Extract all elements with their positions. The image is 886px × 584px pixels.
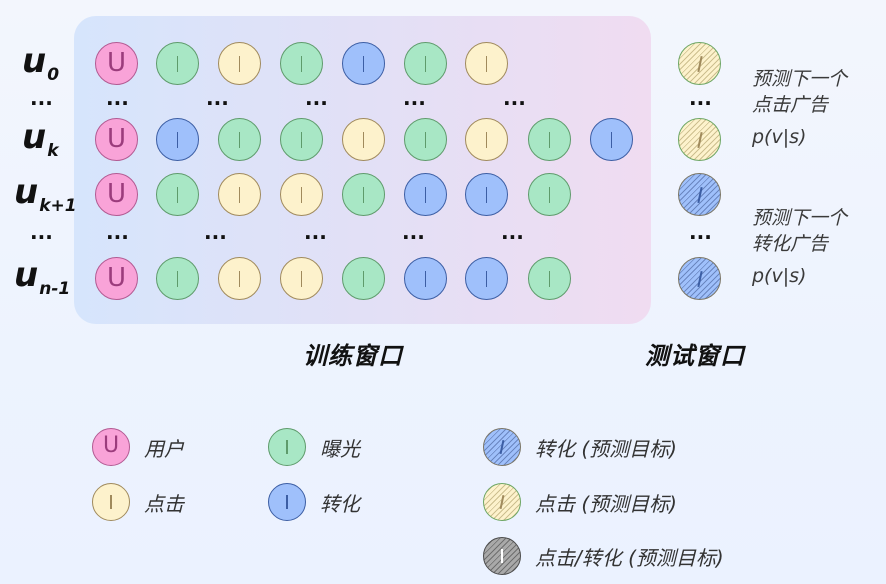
predict-click-text: 预测下一个 点击广告 p(v|s)	[752, 68, 848, 148]
click-icon	[92, 483, 130, 521]
conversion-node	[342, 42, 385, 85]
exposure-node	[156, 42, 199, 85]
exposure-node	[528, 173, 571, 216]
conversion-target-node	[678, 257, 721, 300]
legend-click: 点击	[92, 483, 184, 521]
conversion-node	[404, 173, 447, 216]
exposure-node	[280, 118, 323, 161]
ellipsis: ...	[30, 220, 53, 244]
legend-click-target: 点击 (预测目标)	[483, 483, 677, 521]
user-icon: U	[92, 428, 130, 466]
click-target-node	[678, 42, 721, 85]
exposure-node	[342, 173, 385, 216]
ellipsis: ...	[106, 220, 129, 244]
ellipsis: ...	[503, 86, 526, 110]
formula: p(v|s)	[752, 126, 807, 148]
exposure-node	[218, 118, 261, 161]
conversion-node	[590, 118, 633, 161]
formula: p(v|s)	[752, 265, 807, 287]
user-node: U	[95, 118, 138, 161]
click-conversion-target-icon	[483, 537, 521, 575]
legend-user: U 用户	[92, 428, 184, 466]
user-node: U	[95, 257, 138, 300]
click-node	[465, 118, 508, 161]
conversion-node	[156, 118, 199, 161]
ellipsis: ...	[304, 220, 327, 244]
exposure-node	[528, 257, 571, 300]
row-label-uk1: uk+1	[14, 172, 77, 216]
click-target-node	[678, 118, 721, 161]
conversion-node	[465, 257, 508, 300]
ellipsis: ...	[106, 86, 129, 110]
legend-click-conversion-target: 点击/转化 (预测目标)	[483, 537, 724, 575]
user-node: U	[95, 173, 138, 216]
exposure-node	[156, 257, 199, 300]
click-target-icon	[483, 483, 521, 521]
test-window-label: 测试窗口	[645, 342, 745, 370]
legend-conversion-target: 转化 (预测目标)	[483, 428, 677, 466]
ellipsis: ...	[204, 220, 227, 244]
click-node	[218, 42, 261, 85]
conversion-node	[404, 257, 447, 300]
ellipsis: ...	[689, 220, 712, 244]
exposure-node	[528, 118, 571, 161]
legend-exposure: 曝光	[268, 428, 360, 466]
exposure-node	[404, 42, 447, 85]
ellipsis: ...	[689, 86, 712, 110]
ellipsis: ...	[501, 220, 524, 244]
predict-conversion-text: 预测下一个 转化广告 p(v|s)	[752, 207, 848, 287]
row-label-uk: uk	[22, 117, 59, 161]
user-node: U	[95, 42, 138, 85]
conversion-target-node	[678, 173, 721, 216]
exposure-node	[156, 173, 199, 216]
training-window-label: 训练窗口	[303, 342, 403, 370]
legend-conversion: 转化	[268, 483, 360, 521]
conversion-icon	[268, 483, 306, 521]
click-node	[342, 118, 385, 161]
click-node	[218, 257, 261, 300]
ellipsis: ...	[403, 86, 426, 110]
conversion-node	[465, 173, 508, 216]
ellipsis: ...	[30, 86, 53, 110]
exposure-node	[342, 257, 385, 300]
exposure-icon	[268, 428, 306, 466]
click-node	[280, 257, 323, 300]
click-node	[218, 173, 261, 216]
ellipsis: ...	[206, 86, 229, 110]
exposure-node	[404, 118, 447, 161]
conversion-target-icon	[483, 428, 521, 466]
ellipsis: ...	[402, 220, 425, 244]
row-label-u0: u0	[22, 41, 60, 85]
row-label-un1: un-1	[14, 255, 71, 299]
ellipsis: ...	[305, 86, 328, 110]
click-node	[280, 173, 323, 216]
click-node	[465, 42, 508, 85]
exposure-node	[280, 42, 323, 85]
